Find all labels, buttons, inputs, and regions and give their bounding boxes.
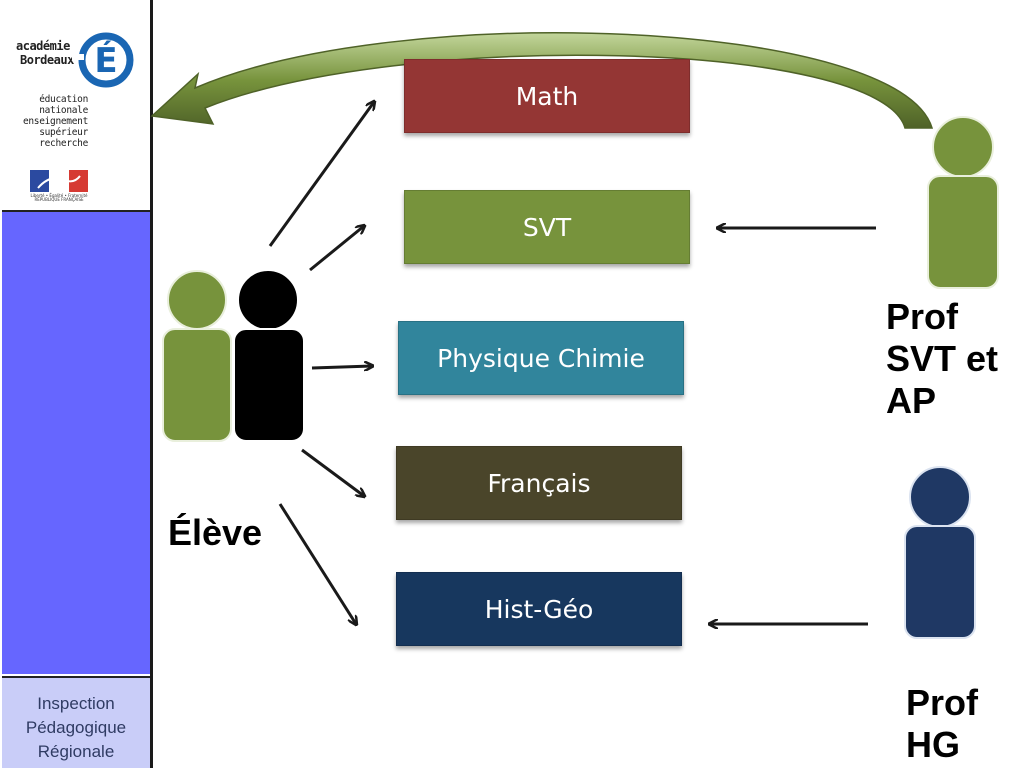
- student-arrows: [268, 102, 374, 624]
- ipr-line-pedagogique: Pédagogique: [25, 718, 127, 737]
- prof-hg-label: Prof HG: [906, 682, 978, 766]
- arrow-to-svt: [309, 226, 364, 272]
- student-label: Élève: [168, 512, 263, 553]
- french-flag-icon: [30, 170, 88, 192]
- logo-academie-text: académie: [16, 39, 70, 53]
- sidebar-color-panel: [2, 212, 150, 674]
- student-green-person-icon: [162, 270, 232, 442]
- arrow-to-francais: [301, 448, 364, 496]
- teacher-arrows: [710, 228, 876, 624]
- logo-ministry-line: éducation: [39, 94, 88, 105]
- prof-svt-label-line: Prof: [886, 296, 958, 337]
- student-black-person-icon: [233, 269, 305, 442]
- logo-bordeaux-text: Bordeaux: [20, 53, 74, 67]
- prof-svt-person-icon: [927, 116, 999, 289]
- arrow-to-histgeo: [278, 503, 356, 624]
- ipr-line-inspection: Inspection: [37, 694, 115, 713]
- arrow-to-physique: [311, 366, 372, 368]
- ipr-footer: Inspection Pédagogique Régionale: [2, 676, 150, 768]
- sidebar: académie Bordeaux É éducation nationale …: [0, 0, 153, 768]
- logo-ministry-line: recherche: [39, 138, 88, 149]
- academie-logo: académie Bordeaux É éducation nationale …: [2, 2, 150, 212]
- subject-label: Math: [515, 81, 579, 111]
- subject-box-hist-geo: Hist-Géo: [396, 572, 682, 646]
- subject-label: Hist-Géo: [484, 594, 594, 624]
- logo-letter: É: [94, 40, 117, 81]
- subject-box-francais: Français: [396, 446, 682, 520]
- academie-e-icon: É: [72, 32, 134, 88]
- logo-ministry-line: supérieur: [39, 127, 88, 138]
- arrow-to-math: [268, 102, 374, 247]
- logo-ministry-line: nationale: [39, 105, 88, 116]
- prof-svt-label: Prof SVT et AP: [886, 296, 998, 422]
- flag-caption: Liberté • Égalité • Fraternité RÉPUBLIQU…: [30, 193, 88, 202]
- subject-label: Français: [487, 468, 591, 498]
- prof-hg-person-icon: [904, 466, 976, 639]
- ipr-line-regionale: Régionale: [37, 742, 115, 761]
- prof-hg-label-line: HG: [906, 724, 960, 765]
- curved-arrow: [150, 32, 934, 129]
- subject-box-svt: SVT: [404, 190, 690, 264]
- prof-svt-label-line: SVT et: [886, 338, 999, 379]
- subject-label: SVT: [522, 212, 572, 242]
- subject-box-math: Math: [404, 59, 690, 133]
- prof-hg-label-line: Prof: [906, 682, 978, 723]
- logo-ministry-line: enseignement: [22, 116, 88, 127]
- subject-box-physique-chimie: Physique Chimie: [398, 321, 684, 395]
- prof-svt-label-line: AP: [886, 380, 937, 421]
- subject-label: Physique Chimie: [437, 343, 645, 373]
